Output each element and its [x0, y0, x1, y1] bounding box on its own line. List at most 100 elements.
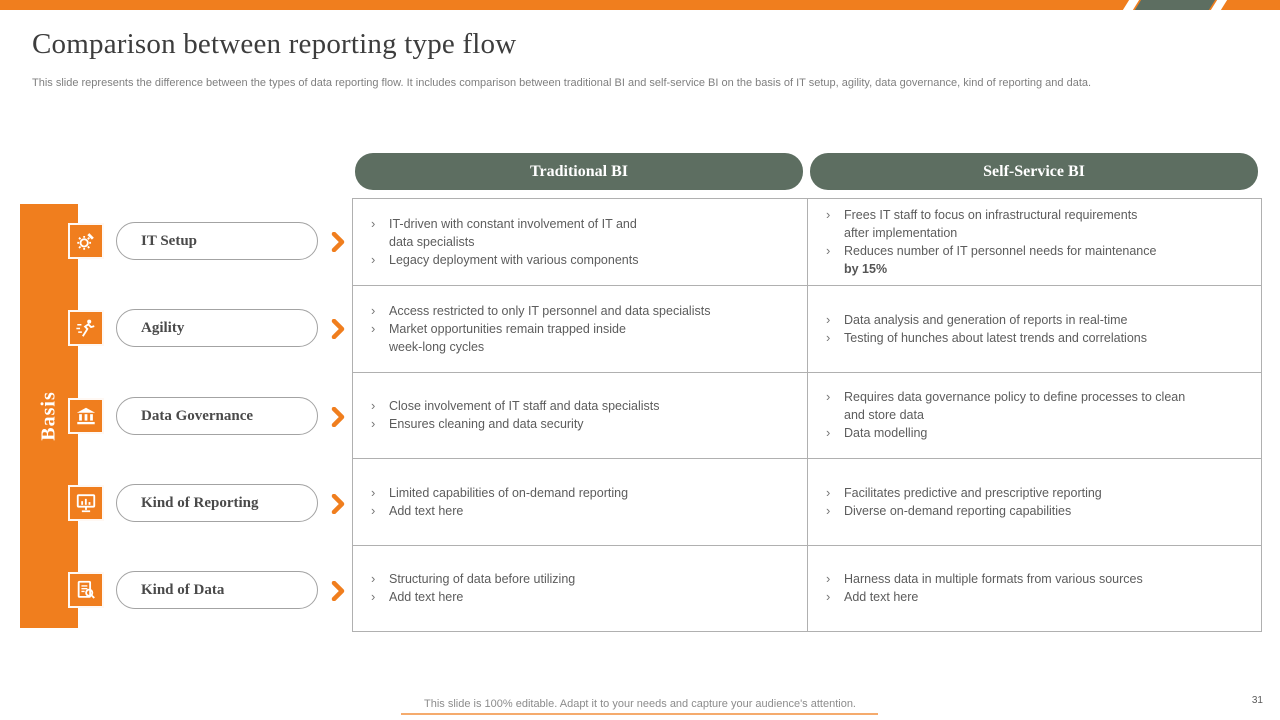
category-agility: Agility [0, 309, 352, 347]
runner-icon [68, 310, 104, 346]
bullet-text: Reduces number of IT personnel needs for… [844, 244, 1157, 277]
gear-wrench-icon [68, 223, 104, 259]
label-pill-kind-of-reporting: Kind of Reporting [116, 484, 318, 522]
bullet-marker: › [371, 303, 376, 319]
category-kind-of-data: Kind of Data [0, 571, 352, 609]
chevron-right-icon [331, 232, 345, 252]
bullet-item: › Requires data governance policy to defi… [826, 388, 1247, 424]
bullet-marker: › [826, 330, 831, 346]
top-bar-accent-shape [1134, 0, 1216, 10]
category-label: Agility [141, 319, 185, 336]
bullet-item: › Testing of hunches about latest trends … [826, 329, 1247, 347]
chevron-right-icon [331, 581, 345, 601]
bullet-marker: › [826, 312, 831, 328]
bullet-marker: › [826, 207, 831, 223]
cell-self_service-agility: › Data analysis and generation of reports… [807, 285, 1261, 372]
bullet-item: › Structuring of data before utilizing [371, 570, 793, 588]
cell-self_service-data-governance: › Requires data governance policy to defi… [807, 371, 1261, 459]
top-accent-bar [0, 0, 1280, 10]
bullet-marker: › [826, 571, 831, 587]
bullet-text: Ensures cleaning and data security [389, 417, 584, 432]
bullet-text: Requires data governance policy to defin… [844, 390, 1186, 423]
bullet-item: › Close involvement of IT staff and data … [371, 397, 793, 415]
bullet-item: › Add text here [371, 502, 793, 520]
bullet-marker: › [826, 484, 831, 500]
bullet-item: › Access restricted to only IT personnel … [371, 302, 793, 320]
slide-subtitle: This slide represents the difference bet… [32, 77, 1092, 89]
bullet-item: › Reduces number of IT personnel needs fo… [826, 242, 1247, 278]
label-pill-it-setup: IT Setup [116, 222, 318, 260]
bullet-text: Add text here [389, 503, 464, 518]
cell-traditional-kind-of-data: › Structuring of data before utilizing › Ad… [353, 544, 807, 631]
cell-traditional-data-governance: › Close involvement of IT staff and data … [353, 371, 807, 458]
comparison-grid: › IT-driven with constant involvement of … [352, 198, 1262, 632]
bullet-item: › Add text here [826, 588, 1247, 606]
bullet-marker: › [371, 252, 376, 268]
cell-self_service-kind-of-reporting: › Facilitates predictive and prescriptive… [807, 458, 1261, 545]
bullet-text: Legacy deployment with various component… [389, 253, 639, 268]
bullet-marker: › [371, 216, 376, 232]
bullet-item: › Legacy deployment with various componen… [371, 251, 793, 269]
bullet-marker: › [826, 243, 831, 259]
bullet-text: Add text here [389, 590, 464, 605]
chevron-right-icon [331, 407, 345, 427]
bullet-text: Harness data in multiple formats from va… [844, 572, 1143, 587]
bullet-marker: › [371, 321, 376, 337]
bullet-text: IT-driven with constant involvement of I… [389, 217, 637, 250]
footer-note: This slide is 100% editable. Adapt it to… [424, 698, 856, 710]
label-pill-data-governance: Data Governance [116, 397, 318, 435]
bullet-text: Structuring of data before utilizing [389, 572, 576, 587]
bullet-item: › Diverse on-demand reporting capabilitie… [826, 502, 1247, 520]
bullet-marker: › [371, 589, 376, 605]
document-magnifier-icon [68, 572, 104, 608]
cell-traditional-agility: › Access restricted to only IT personnel … [353, 285, 807, 371]
chevron-right-icon [331, 494, 345, 514]
bullet-item: › Data modelling [826, 424, 1247, 442]
bullet-item: › IT-driven with constant involvement of … [371, 215, 793, 251]
bullet-text: Access restricted to only IT personnel a… [389, 304, 711, 319]
column-header-self-service-bi: Self-Service BI [810, 153, 1258, 190]
comparison-table: Traditional BI Self-Service BI › IT-drive… [352, 153, 1262, 632]
bullet-marker: › [826, 502, 831, 518]
cell-self_service-kind-of-data: › Harness data in multiple formats from v… [807, 544, 1261, 631]
label-pill-kind-of-data: Kind of Data [116, 571, 318, 609]
column-header-label: Traditional BI [530, 162, 628, 180]
bullet-text: Data modelling [844, 426, 928, 441]
bullet-item: › Add text here [371, 588, 793, 606]
bullet-marker: › [826, 389, 831, 405]
bullet-text: Market opportunities remain trapped insi… [389, 322, 626, 355]
bullet-marker: › [371, 398, 376, 414]
bullet-marker: › [371, 571, 376, 587]
bullet-text: Limited capabilities of on-demand report… [389, 485, 629, 500]
bullet-text: Data analysis and generation of reports … [844, 313, 1128, 328]
bullet-item: › Data analysis and generation of reports… [826, 311, 1247, 329]
bullet-item: ›Limited capabilities of on-demand repor… [371, 484, 793, 502]
bank-icon [68, 398, 104, 434]
bullet-marker: › [826, 425, 831, 441]
footer-accent-line [401, 713, 878, 715]
category-label: Kind of Data [141, 581, 225, 598]
bullet-marker: › [826, 589, 831, 605]
category-label: Data Governance [141, 407, 254, 424]
chevron-right-icon [331, 319, 345, 339]
bullet-item: › Market opportunities remain trapped ins… [371, 320, 793, 356]
category-kind-of-reporting: Kind of Reporting [0, 484, 352, 522]
page-number: 31 [1251, 695, 1263, 706]
label-pill-agility: Agility [116, 309, 318, 347]
bullet-text: Testing of hunches about latest trends a… [844, 331, 1147, 346]
bullet-item: › Frees IT staff to focus on infrastructu… [826, 206, 1247, 242]
bullet-text: Frees IT staff to focus on infrastructur… [844, 208, 1138, 241]
bullet-text: Close involvement of IT staff and data s… [389, 399, 660, 414]
bullet-marker: › [371, 416, 376, 432]
bullet-marker: › [371, 502, 376, 518]
cell-self_service-it-setup: › Frees IT staff to focus on infrastructu… [807, 199, 1261, 286]
category-label: IT Setup [141, 232, 198, 249]
bullet-item: › Facilitates predictive and prescriptive… [826, 484, 1247, 502]
cell-traditional-it-setup: › IT-driven with constant involvement of … [353, 199, 807, 285]
bullet-text: Facilitates predictive and prescriptive … [844, 485, 1102, 500]
bullet-text: Diverse on-demand reporting capabilities [844, 503, 1072, 518]
bullet-text: Add text here [844, 590, 919, 605]
category-label: Kind of Reporting [141, 494, 259, 511]
category-it-setup: IT Setup [0, 222, 352, 260]
